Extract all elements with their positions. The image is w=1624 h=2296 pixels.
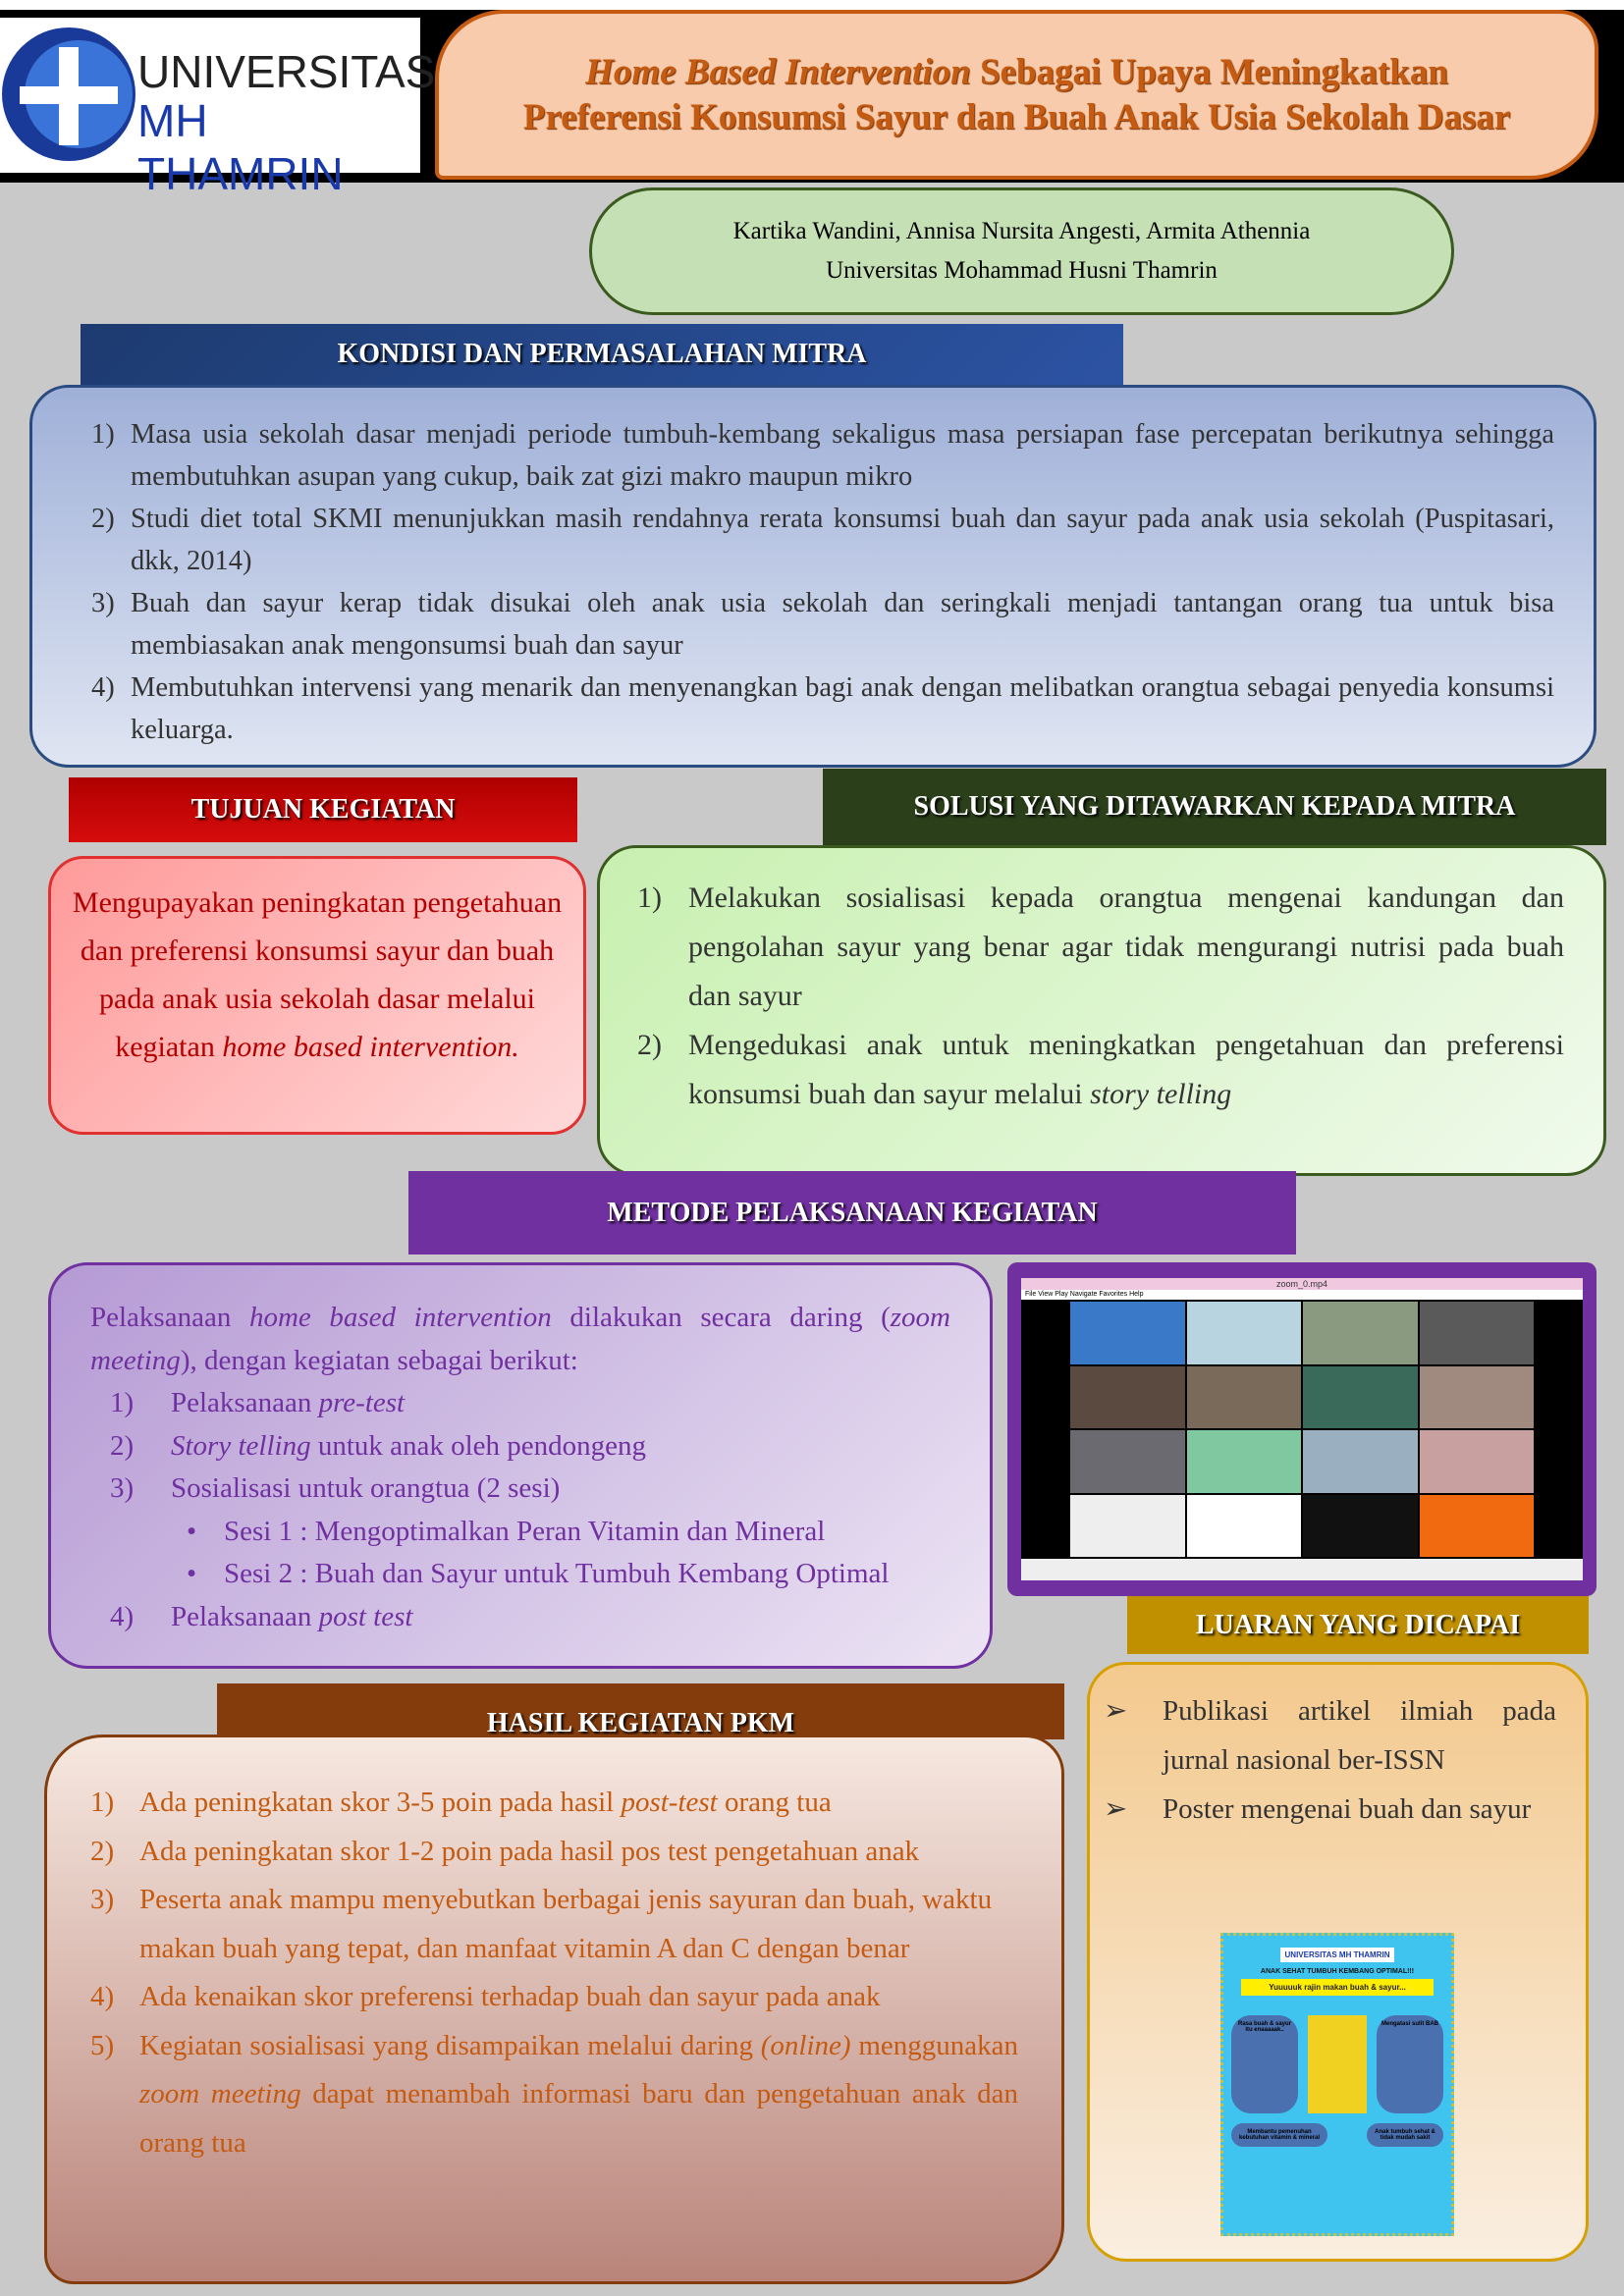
item-text: Masa usia sekolah dasar menjadi periode … [131, 419, 1554, 492]
sub-item: •Sesi 1 : Mengoptimalkan Peran Vitamin d… [187, 1515, 826, 1547]
participant-tile [1419, 1302, 1534, 1364]
window-menu: File View Play Navigate Favorites Help [1021, 1290, 1583, 1300]
nutrition-poster-image: UNIVERSITAS MH THAMRIN ANAK SEHAT TUMBUH… [1220, 1933, 1454, 2236]
list-item: 2)Ada peningkatan skor 1-2 poin pada has… [90, 1835, 920, 1867]
metode-box: Pelaksanaan home based intervention dila… [48, 1262, 993, 1669]
participant-tile [1186, 1365, 1301, 1428]
solusi-heading: SOLUSI YANG DITAWARKAN KEPADA MITRA [823, 769, 1606, 845]
tujuan-text: Mengupayakan peningkatan pengetahuan dan… [72, 886, 563, 1063]
list-item: 4)Ada kenaikan skor preferensi terhadap … [90, 1981, 881, 2012]
logo-text-line2: MH THAMRIN [137, 95, 344, 199]
kondisi-box: 1) Masa usia sekolah dasar menjadi period… [29, 385, 1597, 768]
list-item: ➢Publikasi artikel ilmiah pada jurnal na… [1104, 1686, 1556, 1785]
participant-tile [1070, 1302, 1185, 1364]
participant-tile [1303, 1494, 1418, 1557]
arrow-bullet-icon: ➢ [1104, 1695, 1128, 1727]
affiliation: Universitas Mohammad Husni Thamrin [826, 257, 1218, 284]
participant-tile [1186, 1302, 1301, 1364]
list-item: 3)Sosialisasi untuk orangtua (2 sesi) [110, 1472, 561, 1504]
item-number: 4) [91, 672, 115, 703]
list-item: 3) Buah dan sayur kerap tidak disukai ole… [91, 582, 1554, 667]
participant-grid [1021, 1300, 1583, 1559]
title-line1: Sebagai Upaya Meningkatkan [970, 51, 1448, 92]
participant-tile [1419, 1494, 1534, 1557]
participant-tile [1419, 1430, 1534, 1493]
tujuan-box: Mengupayakan peningkatan pengetahuan dan… [48, 856, 586, 1135]
participant-tile [1303, 1302, 1418, 1364]
participant-tile [1070, 1365, 1185, 1428]
metode-heading: METODE PELAKSANAAN KEGIATAN [408, 1171, 1296, 1255]
tujuan-heading: TUJUAN KEGIATAN [69, 777, 577, 842]
list-item: 4) Membutuhkan intervensi yang menarik da… [91, 667, 1554, 751]
title-italic: Home Based Intervention [585, 51, 971, 92]
item-text: Studi diet total SKMI menunjukkan masih … [131, 504, 1554, 576]
poster-bubble: Rasa buah & sayur itu enaaaaak.. [1231, 2015, 1298, 2113]
list-item: 1)Ada peningkatan skor 3-5 poin pada has… [90, 1787, 832, 1818]
participant-tile [1186, 1430, 1301, 1493]
video-player-window: zoom_0.mp4 File View Play Navigate Favor… [1021, 1278, 1583, 1580]
logo-text-line1: UNIVERSITAS [137, 46, 436, 97]
window-title: zoom_0.mp4 [1021, 1278, 1583, 1290]
hasil-heading: HASIL KEGIATAN PKM [217, 1683, 1064, 1739]
participant-tile [1419, 1365, 1534, 1428]
poster-headline: ANAK SEHAT TUMBUH KEMBANG OPTIMAL!!! [1260, 1968, 1415, 1975]
poster-bubble: Mengatasi sulit BAB [1377, 2015, 1443, 2113]
kondisi-heading: KONDISI DAN PERMASALAHAN MITRA [81, 324, 1123, 385]
list-item: 5)Kegiatan sosialisasi yang disampaikan … [90, 2029, 1019, 2159]
list-item: 2)Story telling untuk anak oleh pendonge… [110, 1429, 647, 1462]
list-item: 1) Masa usia sekolah dasar menjadi period… [91, 413, 1554, 498]
poster-bubble: Membantu pemenuhan kebutuhan vitamin & m… [1231, 2123, 1327, 2147]
metode-intro: Pelaksanaan home based intervention dila… [90, 1302, 950, 1376]
zoom-meeting-screenshot: zoom_0.mp4 File View Play Navigate Favor… [1007, 1262, 1597, 1596]
authors-box: Kartika Wandini, Annisa Nursita Angesti,… [589, 187, 1454, 315]
list-item: 1)Pelaksanaan pre-test [110, 1387, 406, 1418]
item-number: 2) [637, 1029, 662, 1061]
poster-title: Home Based Intervention Sebagai Upaya Me… [435, 10, 1598, 180]
child-photo [1308, 2015, 1367, 2113]
list-item: 1) Melakukan sosialisasi kepada orangtua … [637, 874, 1564, 1021]
logo-emblem-icon [2, 27, 135, 161]
list-item: 3)Peserta anak mampu menyebutkan berbaga… [90, 1884, 993, 1964]
poster-bubble: Anak tumbuh sehat & tidak mudah sakit [1367, 2123, 1443, 2147]
list-item: 4)Pelaksanaan post test [110, 1600, 413, 1632]
item-number: 3) [91, 588, 115, 618]
tujuan-text-italic: home based intervention. [222, 1031, 519, 1063]
item-text: Mengedukasi anak untuk meningkatkan peng… [688, 1029, 1564, 1110]
university-logo: UNIVERSITAS MH THAMRIN [0, 18, 435, 199]
arrow-bullet-icon: ➢ [1104, 1793, 1128, 1825]
player-controls [1021, 1559, 1583, 1580]
avatar-placeholder-icon [1070, 1494, 1185, 1557]
participant-tile [1070, 1430, 1185, 1493]
participant-tile [1303, 1430, 1418, 1493]
list-item: 2) Studi diet total SKMI menunjukkan masi… [91, 498, 1554, 582]
item-number: 1) [91, 419, 115, 450]
list-item: ➢Poster mengenai buah dan sayur [1104, 1785, 1556, 1834]
item-text: Membutuhkan intervensi yang menarik dan … [131, 672, 1554, 745]
hasil-box: 1)Ada peningkatan skor 3-5 poin pada has… [44, 1735, 1064, 2284]
list-item: 2) Mengedukasi anak untuk meningkatkan pe… [637, 1021, 1564, 1119]
item-text: Melakukan sosialisasi kepada orangtua me… [688, 881, 1564, 1012]
top-strip [0, 0, 1624, 10]
poster-logo: UNIVERSITAS MH THAMRIN [1280, 1948, 1394, 1962]
author-names: Kartika Wandini, Annisa Nursita Angesti,… [732, 218, 1311, 244]
sub-item: •Sesi 2 : Buah dan Sayur untuk Tumbuh Ke… [187, 1558, 890, 1589]
item-italic: story telling [1090, 1078, 1232, 1110]
solusi-box: 1) Melakukan sosialisasi kepada orangtua … [597, 845, 1606, 1176]
participant-tile [1186, 1494, 1301, 1557]
item-text: Buah dan sayur kerap tidak disukai oleh … [131, 588, 1554, 661]
poster-banner: Yuuuuuk rajin makan buah & sayur... [1241, 1979, 1434, 1996]
item-number: 1) [637, 881, 662, 914]
item-number: 2) [91, 504, 115, 534]
participant-tile [1303, 1365, 1418, 1428]
luaran-heading: LUARAN YANG DICAPAI [1127, 1596, 1589, 1654]
title-line2: Preferensi Konsumsi Sayur dan Buah Anak … [522, 96, 1511, 137]
